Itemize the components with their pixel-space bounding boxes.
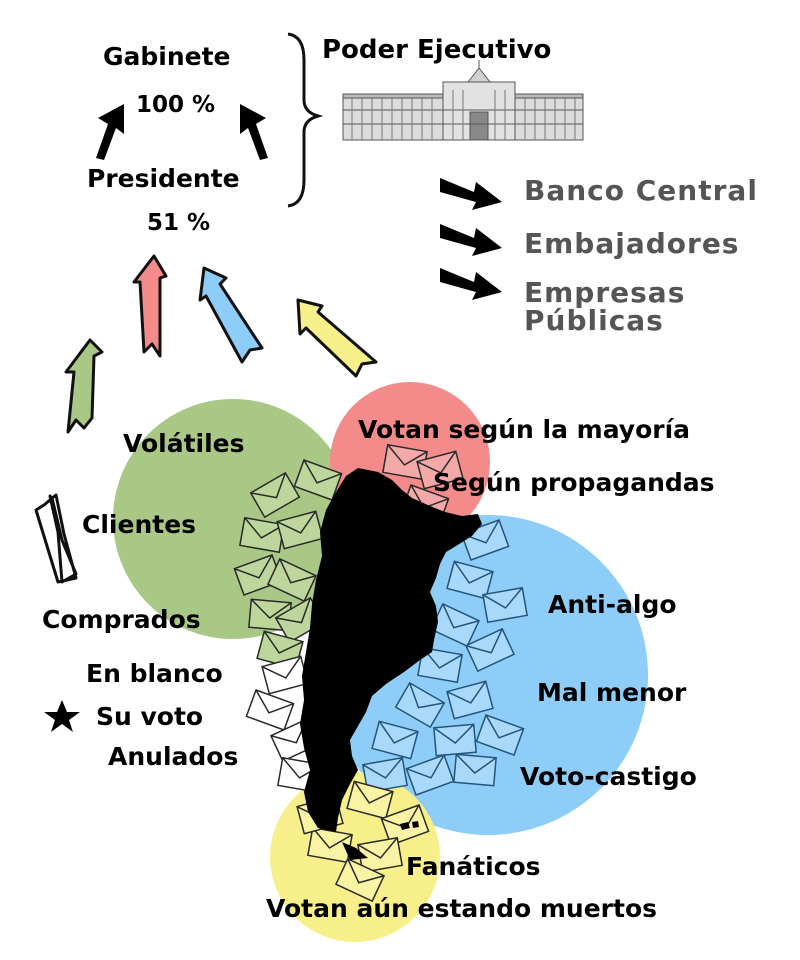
president-to-cabinet-right-arrow	[240, 104, 268, 160]
appointment-banco-central: Banco Central	[524, 174, 758, 207]
label-clientes: Clientes	[82, 510, 197, 539]
label-en-blanco: En blanco	[86, 659, 223, 688]
cabinet-percent: 100 %	[136, 92, 216, 118]
label-votan-segun-mayoria: Votan según la mayoría	[358, 415, 691, 444]
red-vote-arrow	[132, 254, 168, 358]
blue-vote-arrow	[198, 266, 264, 364]
label-comprados: Comprados	[42, 605, 201, 634]
blue-ballot-envelopes	[362, 519, 528, 796]
government-house-illustration	[342, 60, 584, 141]
executive-bracket	[287, 32, 324, 208]
label-volatiles: Volátiles	[123, 429, 245, 458]
white-vote-arrow	[34, 493, 78, 584]
appointment-embajadores: Embajadores	[524, 227, 740, 260]
label-su-voto: Su voto	[96, 702, 204, 731]
appointment-empresas-line2: Públicas	[524, 304, 664, 337]
yellow-vote-arrow	[296, 298, 378, 378]
president-to-cabinet-left-arrow	[96, 104, 124, 160]
star-icon	[44, 700, 80, 732]
appointment-arrow-empresas-publicas	[440, 268, 502, 300]
label-mal-menor: Mal menor	[537, 678, 687, 707]
label-fanaticos: Fanáticos	[406, 852, 541, 881]
appointment-empresas-line1: Empresas	[524, 276, 686, 309]
appointment-arrow-embajadores	[440, 224, 502, 256]
president-percent: 51 %	[147, 210, 211, 236]
label-segun-propagandas: Según propagandas	[433, 468, 715, 497]
label-anti-algo: Anti-algo	[548, 590, 677, 619]
malvinas-islands	[400, 821, 419, 830]
tierra-del-fuego-silhouette	[342, 842, 368, 860]
label-voto-castigo: Voto-castigo	[520, 762, 697, 791]
label-anulados: Anulados	[108, 742, 239, 771]
cabinet-label: Gabinete	[103, 42, 231, 71]
label-votan-aun-muertos: Votan aún estando muertos	[266, 894, 658, 923]
green-vote-arrow	[64, 338, 104, 434]
president-label: Presidente	[87, 164, 240, 193]
executive-branch-label: Poder Ejecutivo	[322, 35, 552, 65]
argentina-map-silhouette	[300, 468, 482, 832]
appointment-arrow-banco-central	[440, 178, 502, 210]
green-ballot-envelopes	[233, 459, 343, 670]
